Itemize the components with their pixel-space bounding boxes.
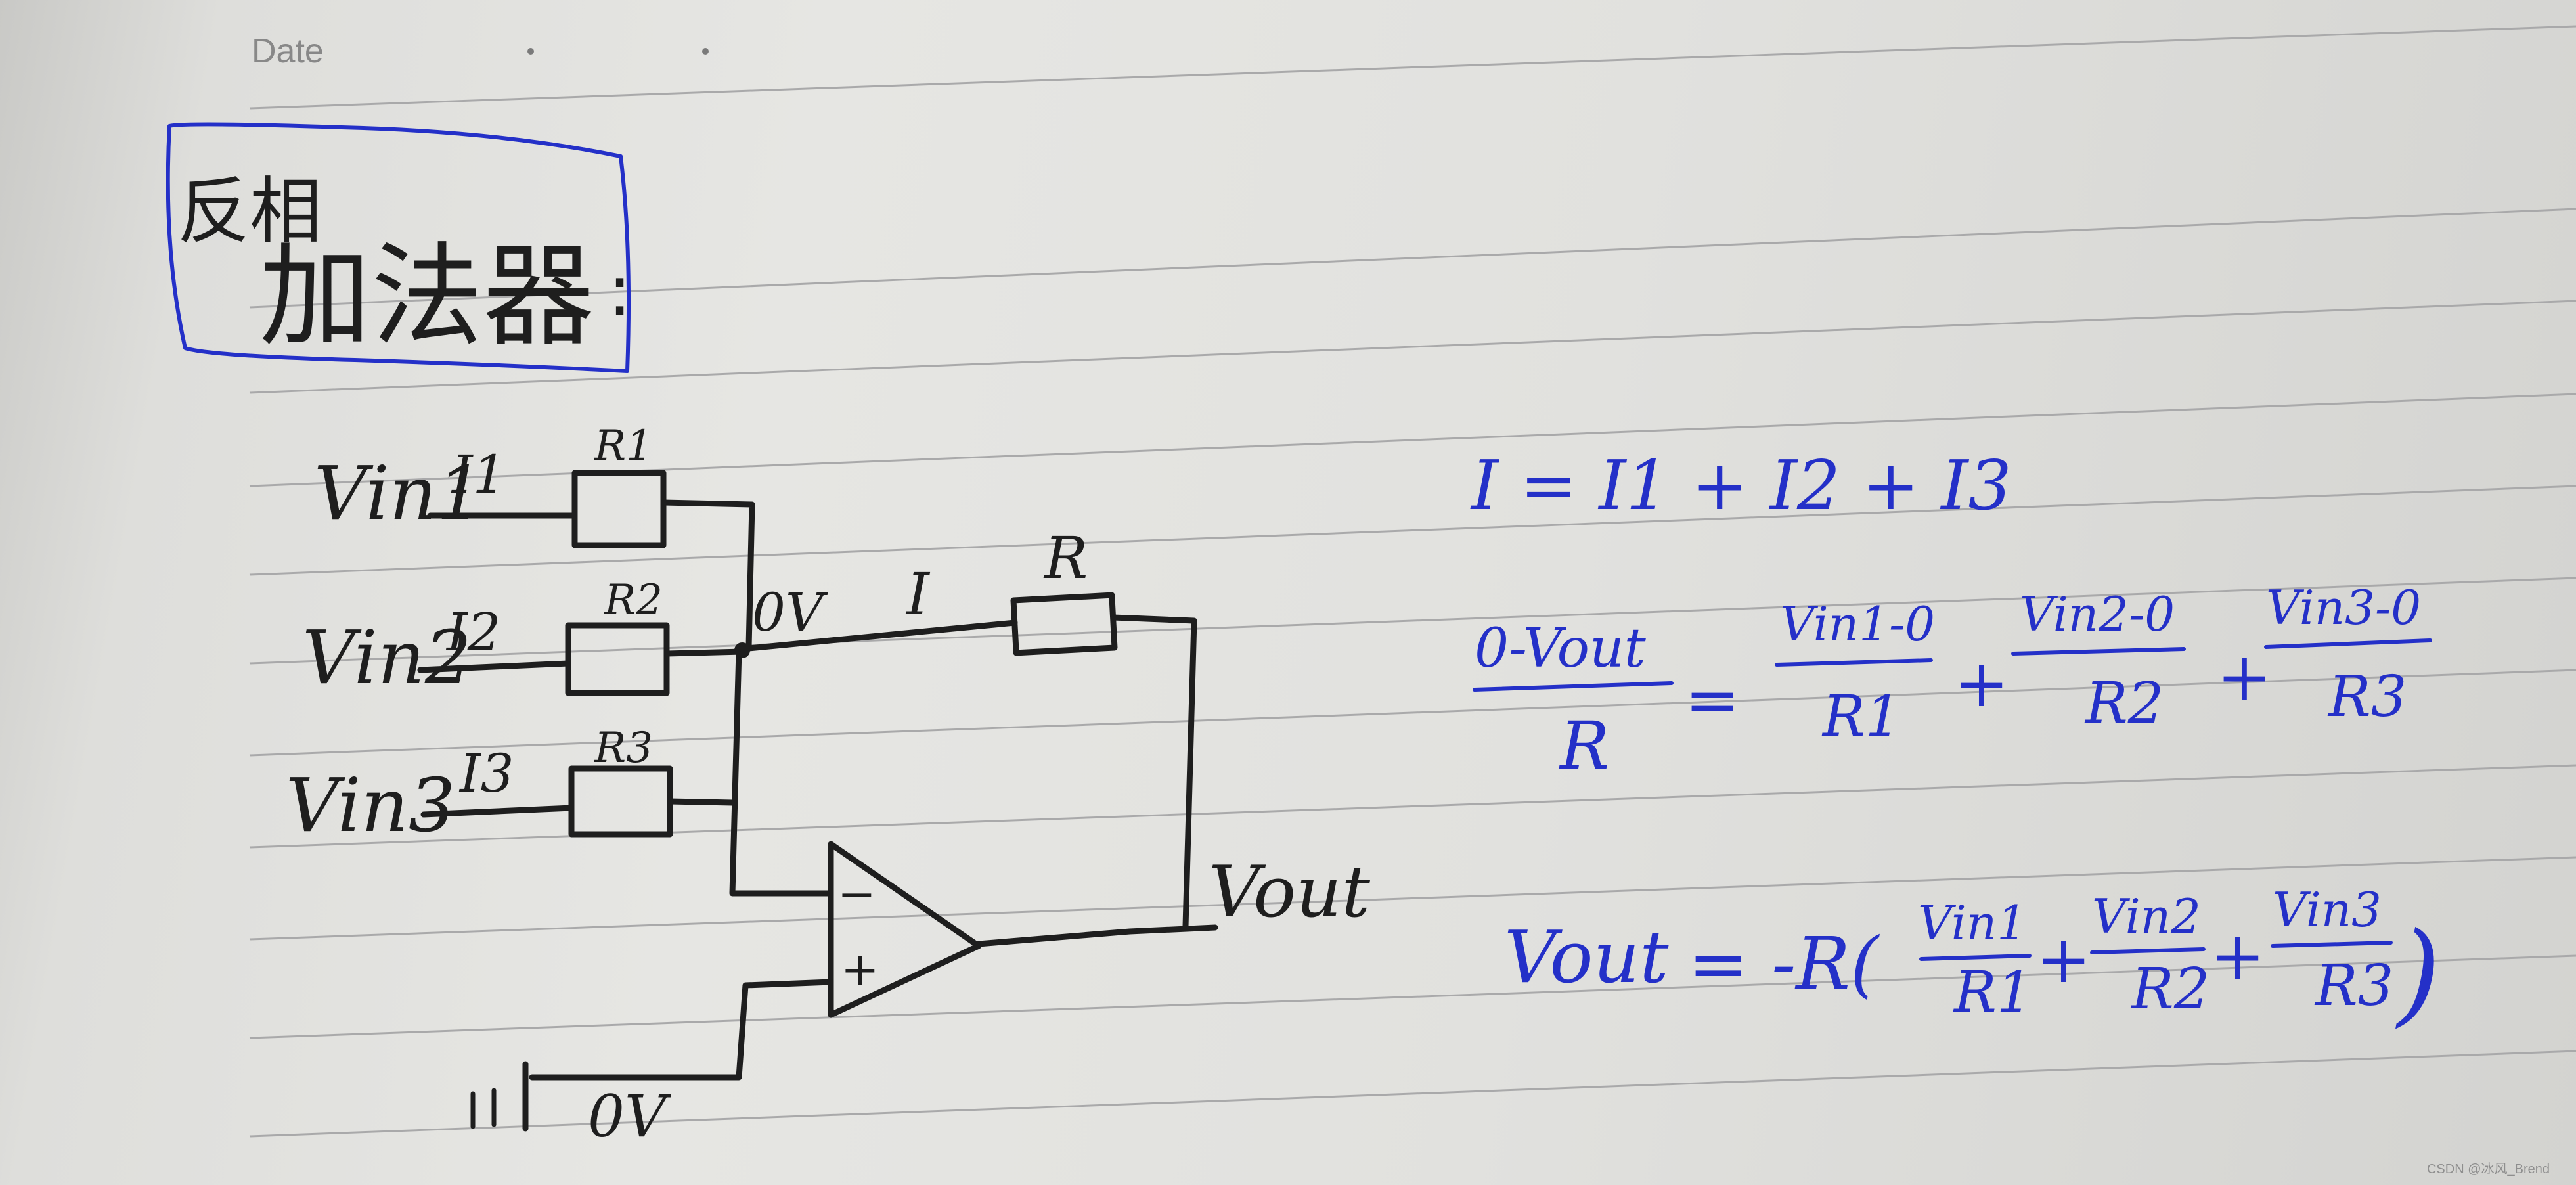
- eq2-plus: +: [2217, 638, 2272, 715]
- eq2-term3-denominator: R3: [2327, 664, 2407, 730]
- plus-to-ground-wire: [529, 979, 834, 1081]
- eq3-term3-bar: [2271, 941, 2393, 948]
- eq2-term1-numerator: Vin1-0: [1780, 596, 1935, 652]
- watermark: CSDN @冰风_Brend: [2426, 1162, 2550, 1176]
- label-vin3: Vin3: [286, 763, 455, 849]
- header-dot: [702, 48, 709, 55]
- label-r1: R1: [594, 422, 653, 470]
- r1-to-node-wire: [660, 499, 755, 650]
- summing-amplifier-circuit: − + Vin1 I1 R1 Vin2 I2 R2 Vin3 I3 R3 0V …: [286, 422, 1371, 1150]
- equation-current-sum: I = I1 + I2 + I3: [1470, 445, 2012, 525]
- output-wire: [975, 924, 1218, 947]
- opamp-triangle: [828, 841, 982, 1018]
- resistor-r3: [568, 765, 673, 838]
- eq3-term1-bar: [1919, 954, 2032, 961]
- eq3-term2-numerator: Vin2: [2092, 889, 2201, 944]
- label-node-0v: 0V: [752, 582, 828, 643]
- eq3-prefix: = -R(: [1688, 922, 1880, 1006]
- eq2-term1-bar: [1775, 658, 1933, 667]
- label-r2: R2: [604, 576, 663, 625]
- opamp-minus: −: [837, 867, 876, 921]
- equations: I = I1 + I2 + I3 0-Vout R = Vin1-0 R1 + …: [1470, 445, 2441, 1039]
- title-strikeout: 反相: [177, 169, 322, 254]
- node-to-feedback-wire: [739, 619, 1018, 652]
- label-vin2: Vin2: [302, 615, 472, 701]
- r3-to-bus-wire: [667, 798, 736, 806]
- label-i1: I1: [451, 444, 506, 505]
- eq3-plus: +: [2036, 921, 2091, 998]
- eq3-term2-bar: [2090, 947, 2206, 954]
- eq2-term2-denominator: R2: [2084, 671, 2164, 736]
- eq3-suffix: ): [2395, 908, 2441, 1039]
- eq3-lhs: Vout: [1504, 915, 1669, 999]
- eq3-term3-denominator: R3: [2314, 953, 2393, 1019]
- eq3-term2-denominator: R2: [2130, 956, 2210, 1022]
- eq2-lhs-denominator: R: [1559, 707, 1609, 784]
- eq3-term1-numerator: Vin1: [1918, 895, 2027, 950]
- header-dot: [527, 48, 534, 55]
- label-ground-0v: 0V: [588, 1083, 672, 1150]
- bus-to-minus-wire: [729, 647, 834, 897]
- label-vin1: Vin1: [314, 451, 483, 537]
- input3-wire: [420, 805, 575, 818]
- title-colon: :: [608, 248, 632, 332]
- label-i2: I2: [445, 602, 501, 663]
- eq2-lhs-numerator: 0-Vout: [1475, 617, 1647, 680]
- eq2-term1-denominator: R1: [1821, 684, 1901, 749]
- eq3-term1-denominator: R1: [1953, 960, 2032, 1025]
- label-vout: Vout: [1209, 851, 1371, 933]
- eq3-term3-numerator: Vin3: [2273, 882, 2382, 937]
- ruled-lines: [249, 25, 2576, 1138]
- eq2-term3-numerator: Vin3-0: [2266, 580, 2421, 635]
- resistor-r2: [565, 622, 670, 696]
- title-box: [166, 122, 631, 373]
- opamp-plus: +: [841, 943, 879, 996]
- label-r3: R3: [594, 724, 653, 772]
- date-label: Date: [252, 32, 324, 70]
- eq3-plus: +: [2210, 918, 2265, 995]
- eq2-lhs-fraction-bar: [1473, 681, 1674, 692]
- eq2-term2-bar: [2011, 647, 2186, 656]
- eq2-plus: +: [1954, 645, 2009, 722]
- title-text: 加法器: [259, 232, 594, 362]
- resistor-r: [1010, 592, 1118, 656]
- resistor-r1: [571, 470, 667, 548]
- eq2-term2-numerator: Vin2-0: [2020, 587, 2175, 642]
- label-feedback-current: I: [905, 560, 931, 628]
- input2-wire: [417, 660, 571, 673]
- label-i3: I3: [458, 743, 514, 804]
- feedback-return-wire: [1110, 614, 1197, 929]
- r2-to-node-wire: [663, 648, 745, 657]
- label-feedback-resistor: R: [1043, 524, 1088, 592]
- eq2-term3-bar: [2264, 638, 2432, 649]
- eq2-equals: =: [1685, 661, 1740, 738]
